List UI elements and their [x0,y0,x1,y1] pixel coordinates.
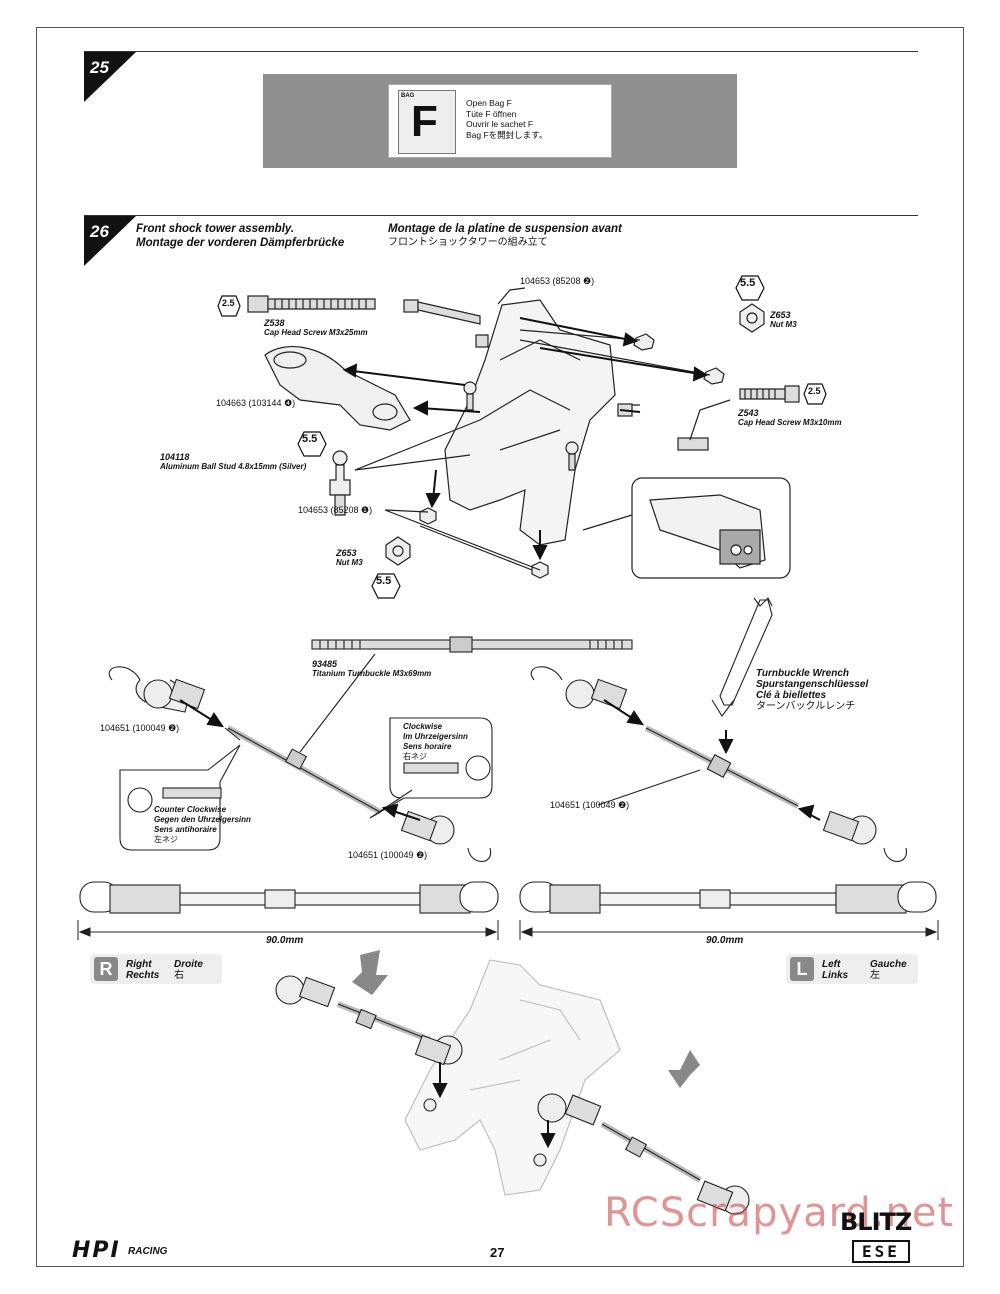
hpi-racing-logo: RACING [128,1246,168,1257]
hex-2.5-badge-a: 2.5 [222,298,235,308]
dimension-left: 90.0mm [266,935,304,946]
label-z543: Z543 Cap Head Screw M3x10mm [738,408,842,427]
label-104653-low: 104653 (85208 ❶) [298,505,373,515]
hex-5.5-badge-c: 5.5 [376,575,392,587]
label-104651-right: 104651 (100049 ❷) [550,800,630,810]
page-frame [36,27,964,1267]
label-104651-left-top: 104651 (100049 ❷) [100,723,180,733]
label-104651-left-bottom: 104651 (100049 ❷) [348,850,428,860]
label-turnbuckle-wrench: Turnbuckle Wrench Spurstangenschlüessel … [756,668,869,712]
hex-2.5-badge-b: 2.5 [808,386,821,396]
hpi-logo: HPI [72,1238,121,1263]
hex-5.5-badge-b: 5.5 [302,433,318,445]
dimension-right: 90.0mm [706,935,744,946]
label-104118: 104118 Aluminum Ball Stud 4.8x15mm (Silv… [160,452,307,471]
label-clockwise: Clockwise Im Uhrzeigersinn Sens horaire … [403,722,468,761]
step26-rule [84,215,918,216]
label-z538: Z538 Cap Head Screw M3x25mm [264,318,368,337]
hex-5.5-badge-a: 5.5 [740,277,756,289]
watermark: RCScrapyard.net [604,1190,955,1236]
bag-instructions: Open Bag F Tüte F öffnen Ouvrir le sache… [466,98,548,140]
label-93485: 93485 Titanium Turnbuckle M3x69mm [312,659,432,678]
label-104653-top: 104653 (85208 ❷) [520,276,595,286]
bag-icon: BAG F [398,90,456,154]
label-z653-top: Z653 Nut M3 [770,310,797,329]
step25-rule [84,51,918,52]
label-104663: 104663 (103144 ❹) [216,398,296,408]
step25-number: 25 [84,52,136,102]
label-z653-low: Z653 Nut M3 [336,548,363,567]
blitz-logo: BLITZ [840,1208,912,1236]
page-number: 27 [490,1245,505,1260]
label-counter-clockwise: Counter Clockwise Gegen den Uhrzeigersin… [154,805,251,844]
step26-title-left: Front shock tower assembly. Montage der … [136,223,345,249]
step26-title-right: Montage de la platine de suspension avan… [388,223,622,248]
step26-number: 26 [84,216,136,266]
ese-logo: ESE [852,1240,910,1263]
